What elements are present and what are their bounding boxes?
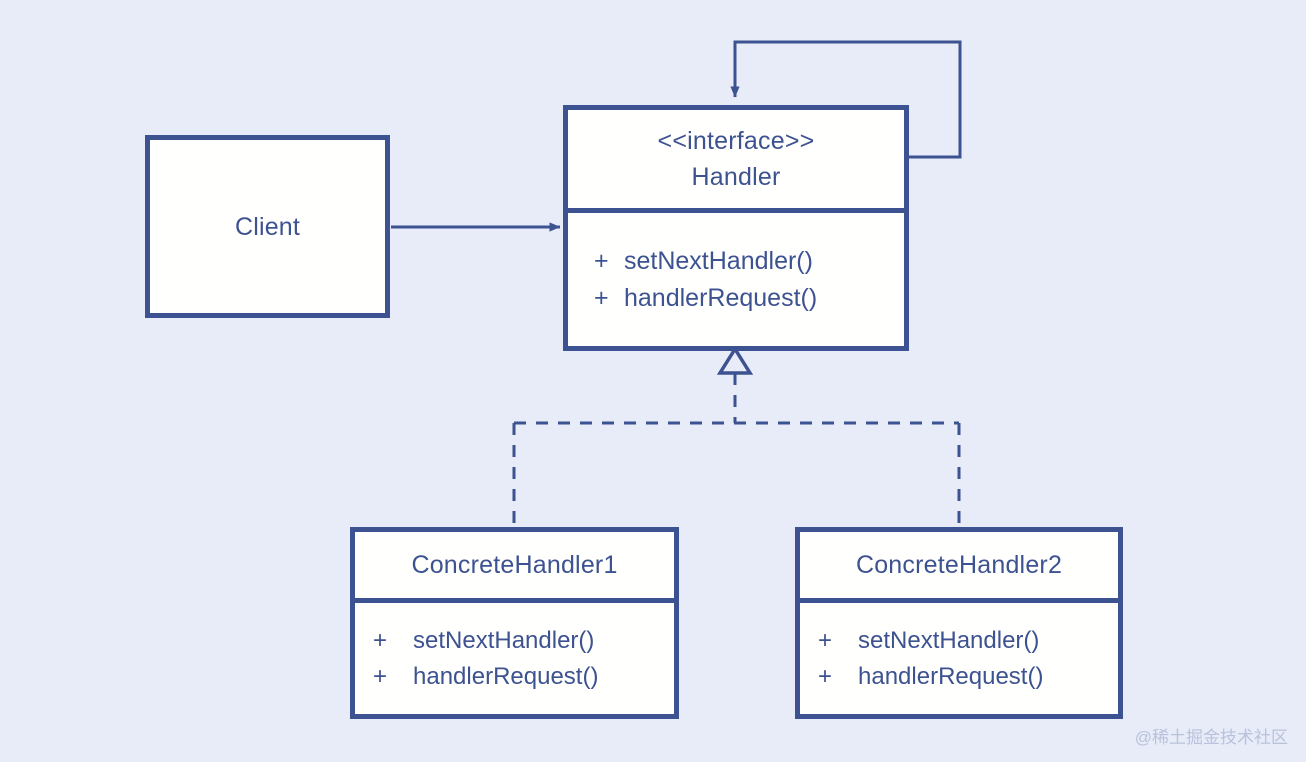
realization-hollow-triangle (716, 345, 754, 375)
operation-signature: handlerRequest() (624, 283, 818, 312)
operation-signature: setNextHandler() (624, 246, 813, 275)
visibility-marker: + (373, 626, 388, 654)
concrete-handler-1-header-compartment: ConcreteHandler1 (355, 532, 674, 603)
uml-class-client[interactable]: Client (145, 135, 390, 318)
operation-signature: setNextHandler() (413, 626, 595, 654)
concrete-handler-2-header-compartment: ConcreteHandler2 (800, 532, 1118, 603)
concrete-handler-1-operations-compartment: + setNextHandler() + handlerRequest() (355, 603, 674, 714)
concrete-handler-2-operation-row: + setNextHandler() (806, 623, 1118, 659)
uml-class-concrete-handler-1[interactable]: ConcreteHandler1 + setNextHandler() + ha… (350, 527, 679, 719)
handler-header-compartment: <<interface>> Handler (568, 110, 904, 213)
concrete-handler-2-class-name: ConcreteHandler2 (855, 551, 1063, 579)
edge-realization-tree (512, 373, 961, 527)
handler-class-name: Handler (691, 163, 781, 191)
concrete-handler-1-operation-row: + setNextHandler() (361, 623, 674, 659)
visibility-marker: + (594, 283, 609, 312)
uml-class-concrete-handler-2[interactable]: ConcreteHandler2 + setNextHandler() + ha… (795, 527, 1123, 719)
visibility-marker: + (373, 662, 388, 690)
concrete-handler-1-operation-row: + handlerRequest() (361, 659, 674, 695)
handler-operation-row: + setNextHandler() (578, 243, 904, 280)
operation-signature: handlerRequest() (858, 662, 1044, 690)
watermark-text: @稀土掘金技术社区 (1134, 728, 1288, 747)
handler-operation-row: + handlerRequest() (578, 280, 904, 317)
visibility-marker: + (594, 246, 609, 275)
concrete-handler-1-class-name: ConcreteHandler1 (411, 551, 618, 579)
operation-signature: handlerRequest() (413, 662, 599, 690)
client-class-name: Client (234, 212, 301, 241)
concrete-handler-2-operations-compartment: + setNextHandler() + handlerRequest() (800, 603, 1118, 714)
operation-signature: setNextHandler() (858, 626, 1040, 654)
handler-stereotype: <<interface>> (657, 127, 815, 155)
uml-class-handler[interactable]: <<interface>> Handler + setNextHandler()… (563, 105, 909, 351)
visibility-marker: + (818, 626, 833, 654)
handler-operations-compartment: + setNextHandler() + handlerRequest() (568, 213, 904, 346)
visibility-marker: + (818, 662, 833, 690)
concrete-handler-2-operation-row: + handlerRequest() (806, 659, 1118, 695)
